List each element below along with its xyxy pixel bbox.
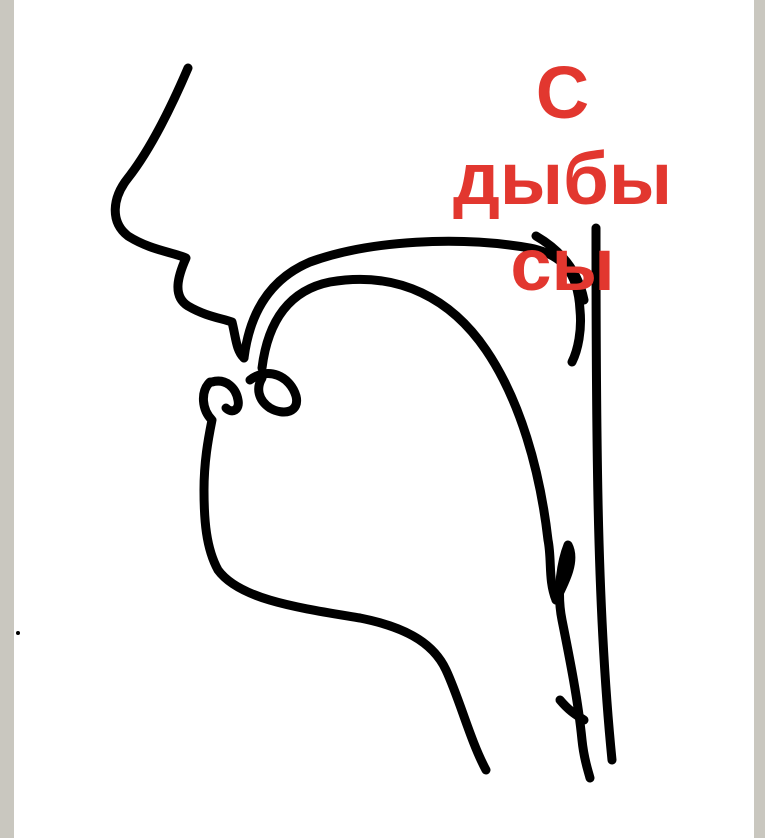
lower-lip-inner xyxy=(212,381,238,411)
tongue-tip xyxy=(250,373,297,412)
face-profile xyxy=(115,68,244,358)
lower-lip-chin xyxy=(203,382,486,770)
caption-line-3: сы xyxy=(395,222,730,308)
caption-line-2: дыбы xyxy=(395,136,730,222)
caption-line-1: С xyxy=(395,50,730,136)
sound-caption: С дыбы сы xyxy=(395,50,730,308)
dot-mark xyxy=(16,631,20,635)
larynx xyxy=(556,545,590,778)
tongue xyxy=(262,279,556,600)
